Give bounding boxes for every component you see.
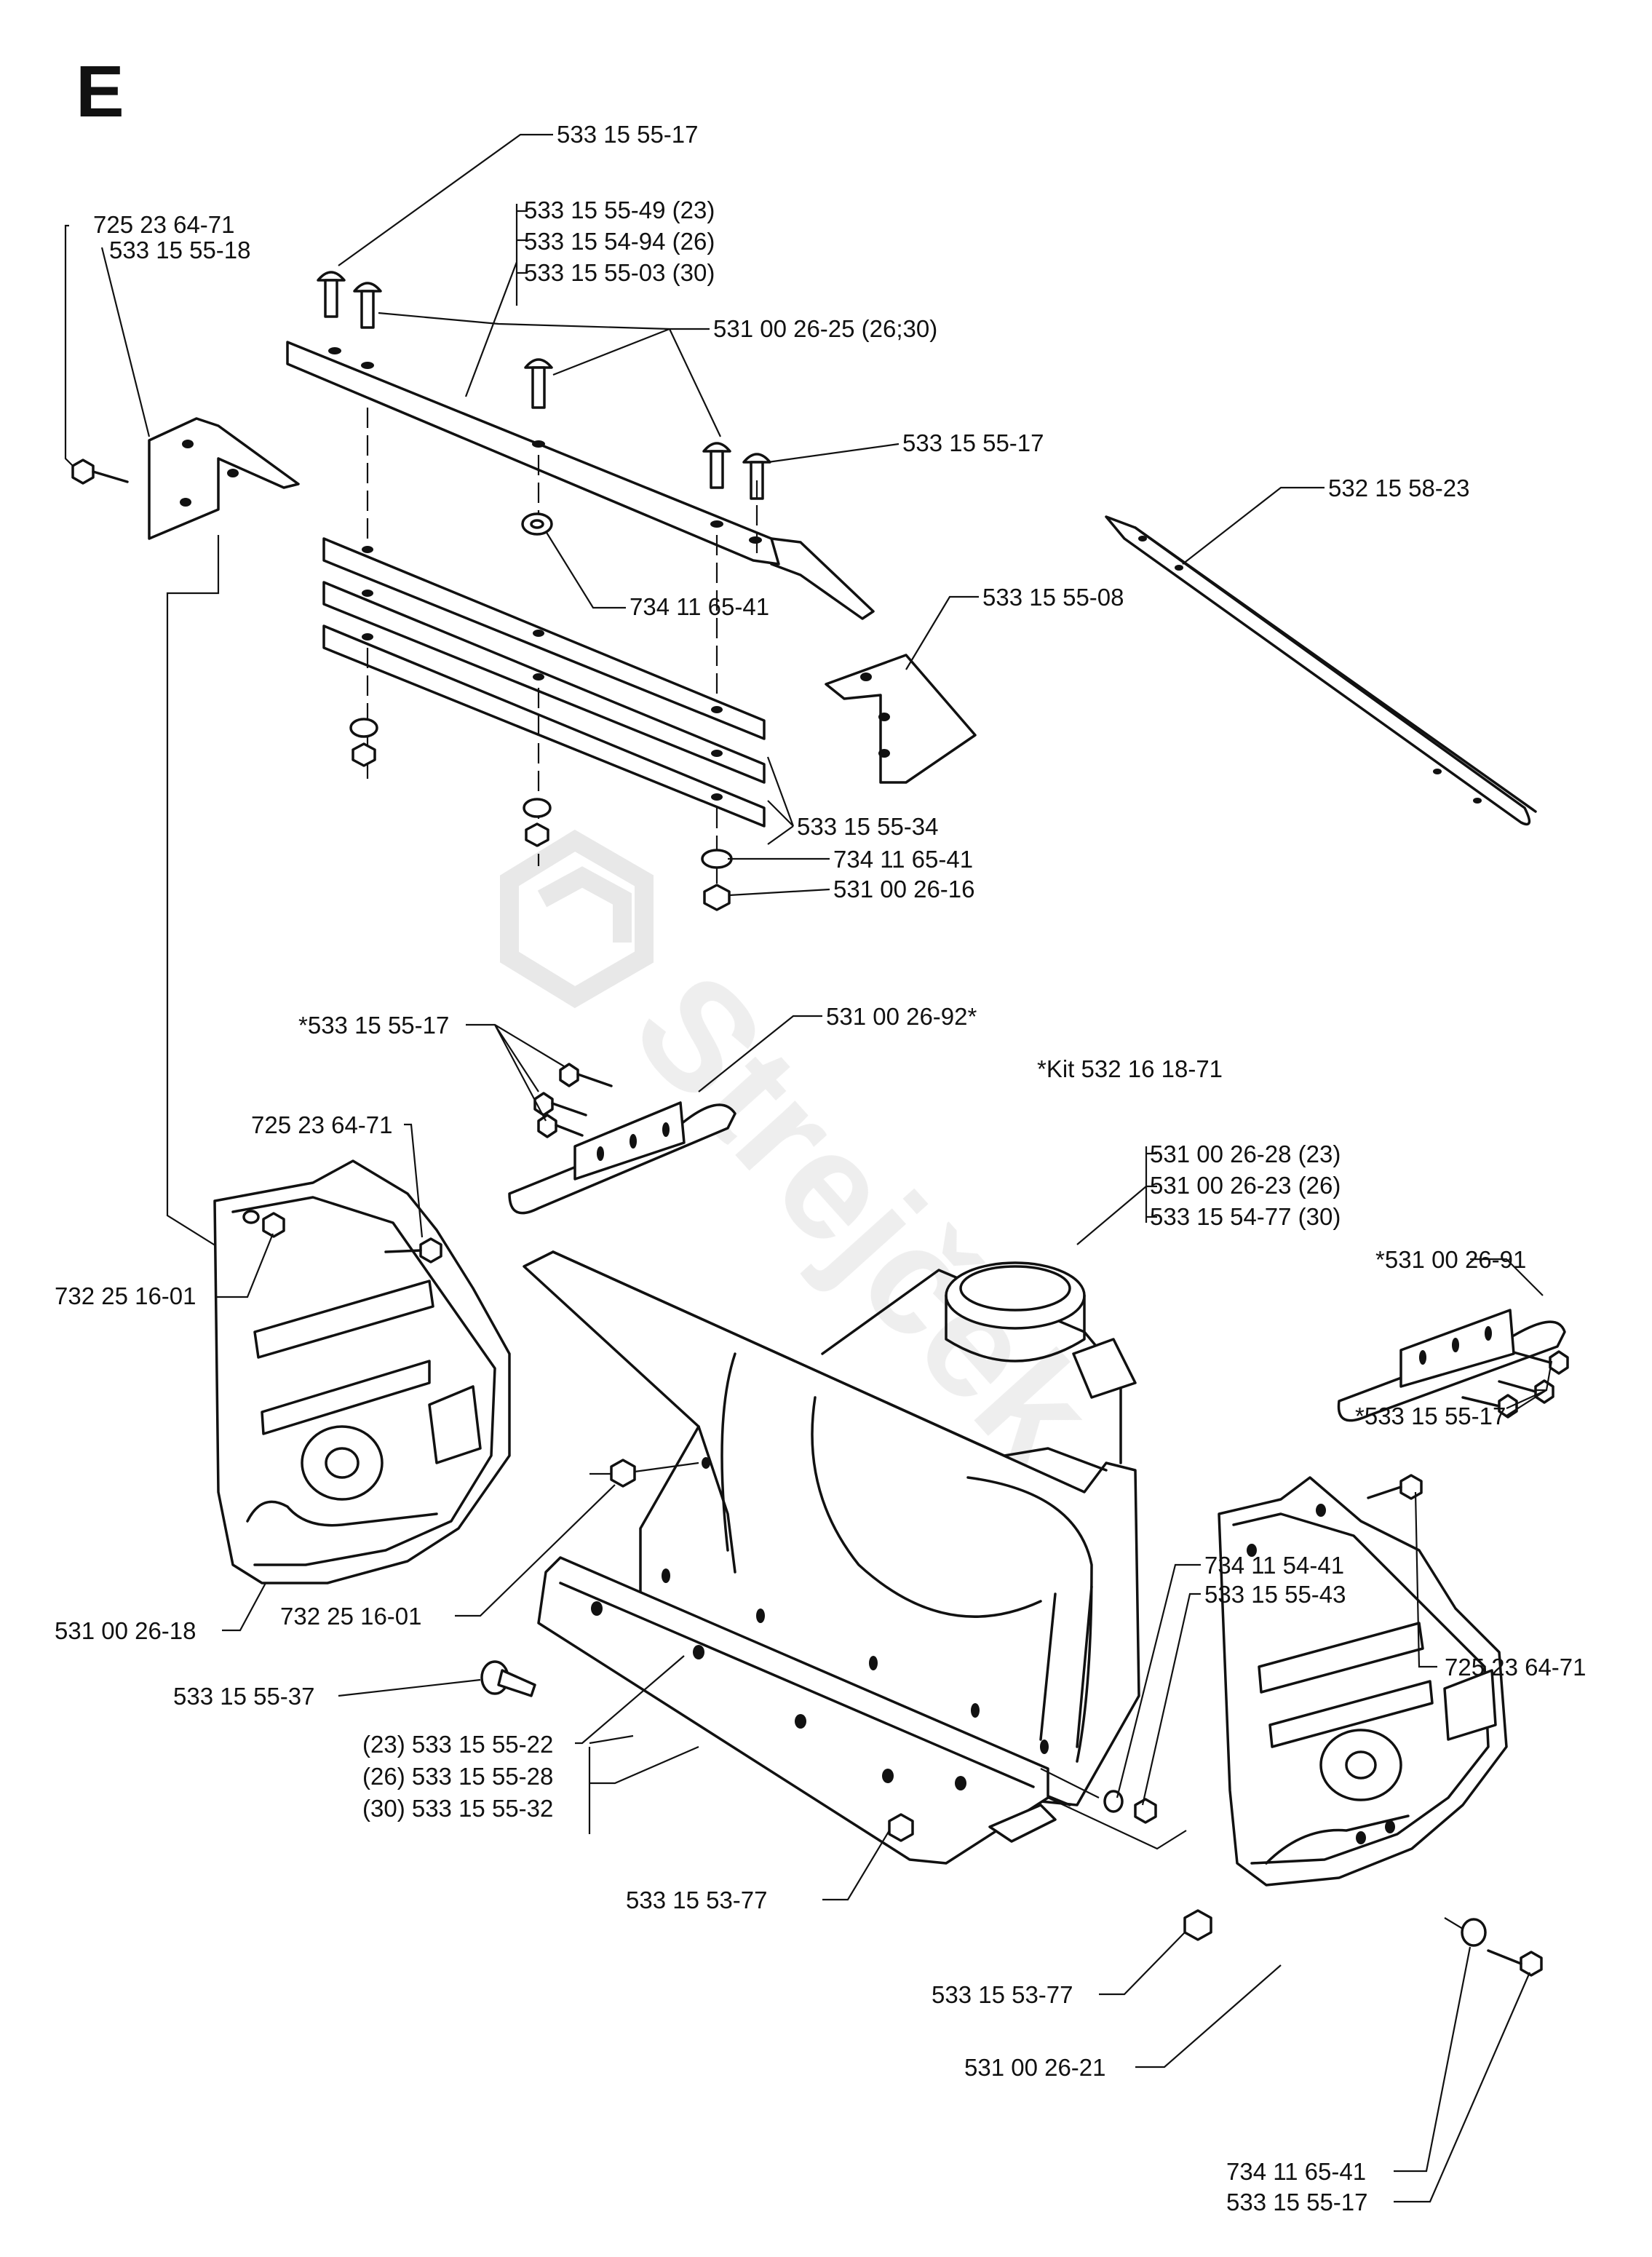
label-edge-a: (23) 533 15 55-22	[362, 1731, 553, 1758]
label-strips: 533 15 55-34	[797, 813, 939, 840]
top-plate-assembly	[286, 271, 875, 911]
side-bracket	[825, 654, 977, 784]
label-plate-a: 533 15 55-49 (23)	[524, 197, 715, 223]
label-edge-c: (30) 533 15 55-32	[362, 1795, 553, 1822]
label-left-bolt: 725 23 64-71	[251, 1111, 393, 1138]
label-right-plate-bolt: 725 23 64-71	[1445, 1654, 1587, 1681]
label-skid2-bolts: *533 15 55-17	[1355, 1403, 1506, 1429]
skid-shoe-left	[508, 1063, 736, 1215]
wear-strips	[322, 537, 766, 828]
housing-nut	[610, 1459, 636, 1488]
label-plate-c: 533 15 55-03 (30)	[524, 259, 715, 286]
label-left-nut: 732 25 16-01	[55, 1282, 196, 1309]
label-nut-low: 531 00 26-16	[833, 876, 975, 903]
cutting-edge	[480, 1556, 1057, 1865]
hex-nut	[262, 1212, 285, 1238]
right-side-plate	[1183, 1474, 1543, 1977]
label-edge-bolt: 533 15 55-37	[173, 1683, 315, 1710]
label-skid-shoe: 531 00 26-92*	[826, 1003, 977, 1030]
discharge-chute	[945, 1261, 1086, 1330]
top-plate	[286, 341, 780, 566]
label-edge-nut: 533 15 53-77	[626, 1887, 768, 1913]
scraper-strip	[1105, 515, 1537, 826]
label-right-side-plate: 531 00 26-21	[964, 2054, 1106, 2081]
label-chute-c: 533 15 54-77 (30)	[1150, 1203, 1341, 1230]
label-scraper: 532 15 58-23	[1328, 475, 1470, 501]
skid-shoe-right	[1337, 1309, 1569, 1422]
label-bolt-r: 533 15 55-43	[1204, 1581, 1346, 1608]
label-skid-bolts: *533 15 55-17	[298, 1012, 449, 1039]
label-plate-b: 533 15 54-94 (26)	[524, 228, 715, 255]
angle-bracket-left	[71, 417, 300, 1253]
rp-nut	[1183, 1909, 1212, 1941]
label-rb-bolt: 533 15 55-17	[1226, 2189, 1368, 2216]
auger-housing	[523, 1250, 1140, 1806]
label-left-side-plate: 531 00 26-18	[55, 1617, 196, 1644]
plate-holes	[328, 347, 762, 544]
kit-note: *Kit 532 16 18-71	[1037, 1055, 1223, 1082]
label-washer-low: 734 11 65-41	[833, 846, 973, 873]
label-right-bolt: 533 15 55-17	[902, 429, 1044, 456]
label-tl-bracket: 533 15 55-18	[109, 237, 251, 263]
label-chute-b: 531 00 26-23 (26)	[1150, 1172, 1341, 1199]
label-top-bolt: 533 15 55-17	[557, 121, 699, 148]
label-edge-b: (26) 533 15 55-28	[362, 1763, 553, 1790]
label-skid2-shoe: *531 00 26-91	[1375, 1246, 1526, 1273]
label-washer-mid: 734 11 65-41	[630, 593, 769, 620]
label-rp-nut: 533 15 53-77	[932, 1981, 1073, 2008]
nuts-washers	[349, 718, 733, 911]
label-tl-bolt: 725 23 64-71	[93, 211, 235, 238]
section-letter: E	[76, 51, 124, 132]
label-housing-nut: 732 25 16-01	[280, 1603, 422, 1630]
label-washer-r: 734 11 54-41	[1204, 1552, 1344, 1579]
hex-bolt	[71, 459, 95, 485]
label-plate-bolts: 531 00 26-25 (26;30)	[713, 315, 937, 342]
washer-bolt-right	[1040, 1768, 1187, 1850]
part-labels: 533 15 55-17 725 23 64-71 533 15 55-18 5…	[55, 121, 1587, 2216]
left-side-plate	[213, 1159, 511, 1584]
edge-nut	[888, 1813, 914, 1842]
label-side-bracket: 533 15 55-08	[982, 584, 1124, 611]
leader-lines	[64, 133, 1553, 2203]
label-chute-a: 531 00 26-28 (23)	[1150, 1141, 1341, 1167]
edge-bolt	[480, 1660, 536, 1697]
label-rb-washer: 734 11 65-41	[1226, 2158, 1366, 2185]
